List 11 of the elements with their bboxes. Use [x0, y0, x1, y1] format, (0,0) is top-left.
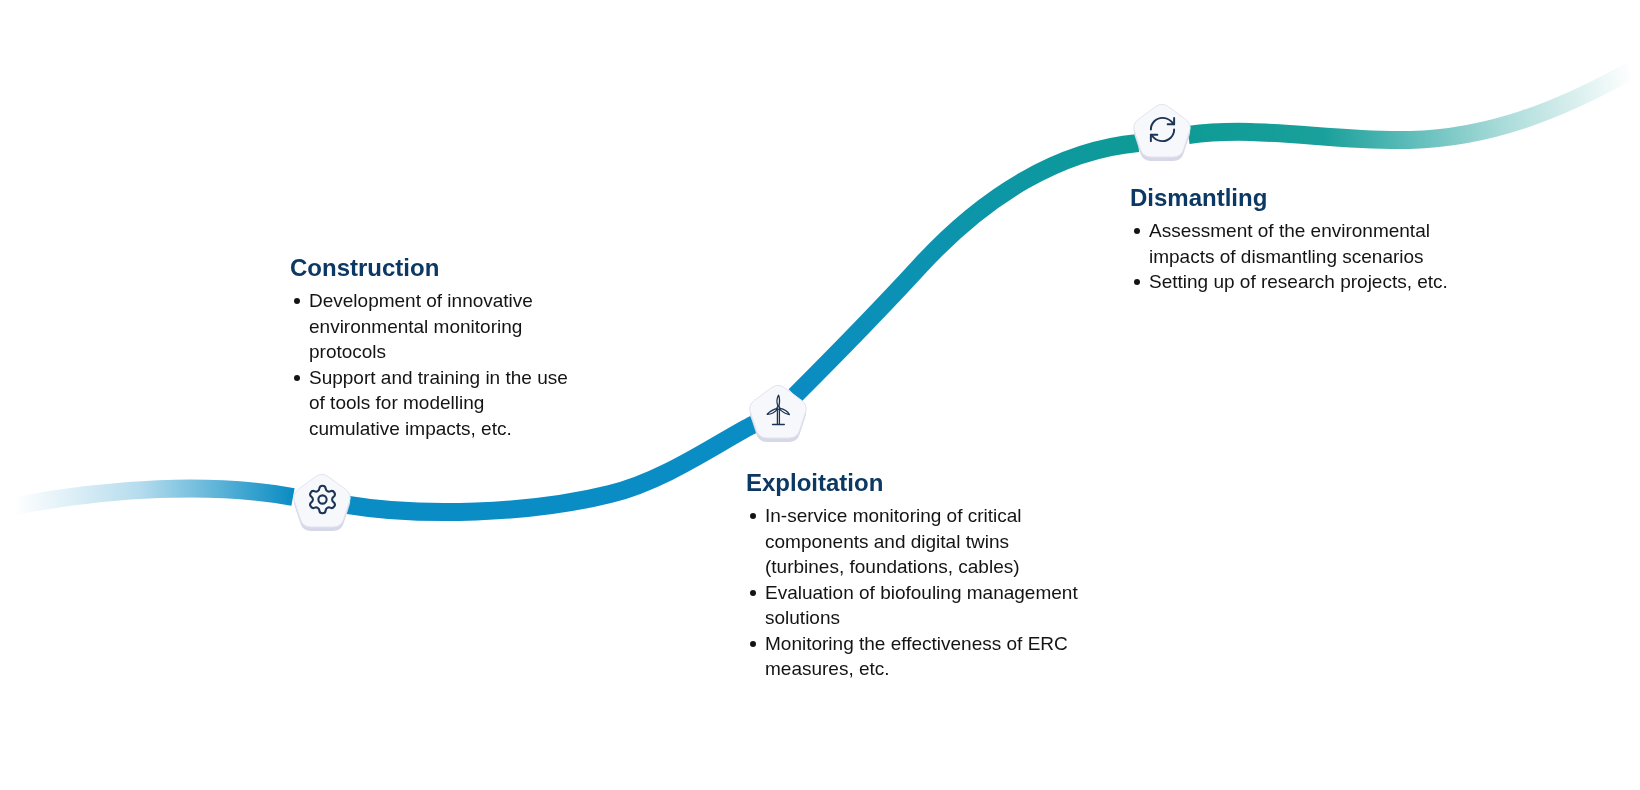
wave-line [788, 134, 1140, 402]
stage-heading: Exploitation [746, 468, 884, 498]
bullet-text: Monitoring the effectiveness of ERC measures, etc. [765, 631, 1069, 681]
stage-heading: Dismantling [1130, 183, 1268, 213]
bullet-text: In-service monitoring of critical components and digital twins (turbines, foundations, cables) [765, 504, 1023, 579]
bullet-text: Development of innovative environmental monitoring protocols [309, 289, 534, 364]
stage-heading: Construction [290, 253, 440, 283]
bullet-text: Support and training in the use of tools for modelling cumulative impacts, etc. [309, 365, 569, 441]
bullet-text: Setting up of research projects, etc. [1149, 270, 1449, 294]
bullet-text: Evaluation of biofouling management solutions [765, 580, 1079, 630]
bullet-text: Assessment of the environmental impacts of dismantling scenarios [1149, 219, 1431, 269]
